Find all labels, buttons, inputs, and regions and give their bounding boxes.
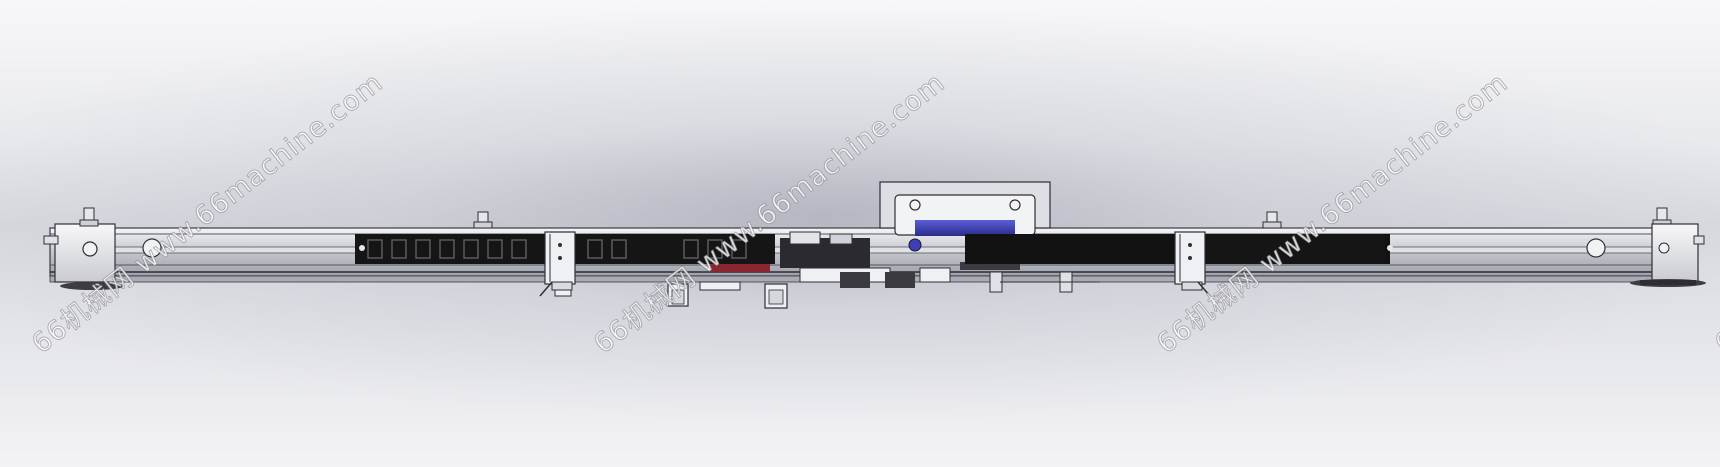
left-hanger-bracket xyxy=(539,231,576,297)
right-hanger-bracket xyxy=(1174,231,1211,297)
bolt-icon xyxy=(79,207,99,227)
control-components xyxy=(710,231,1100,293)
pulley-icon xyxy=(1630,279,1706,287)
left-end-bracket xyxy=(43,223,162,290)
bolt-icon xyxy=(473,211,493,229)
bolt-icon xyxy=(1652,207,1672,227)
right-end-bracket xyxy=(1586,223,1705,283)
bolt-icon xyxy=(1262,211,1282,229)
door-roller-right xyxy=(764,283,788,309)
motor-housing xyxy=(879,181,1051,252)
door-roller-left xyxy=(667,281,741,307)
